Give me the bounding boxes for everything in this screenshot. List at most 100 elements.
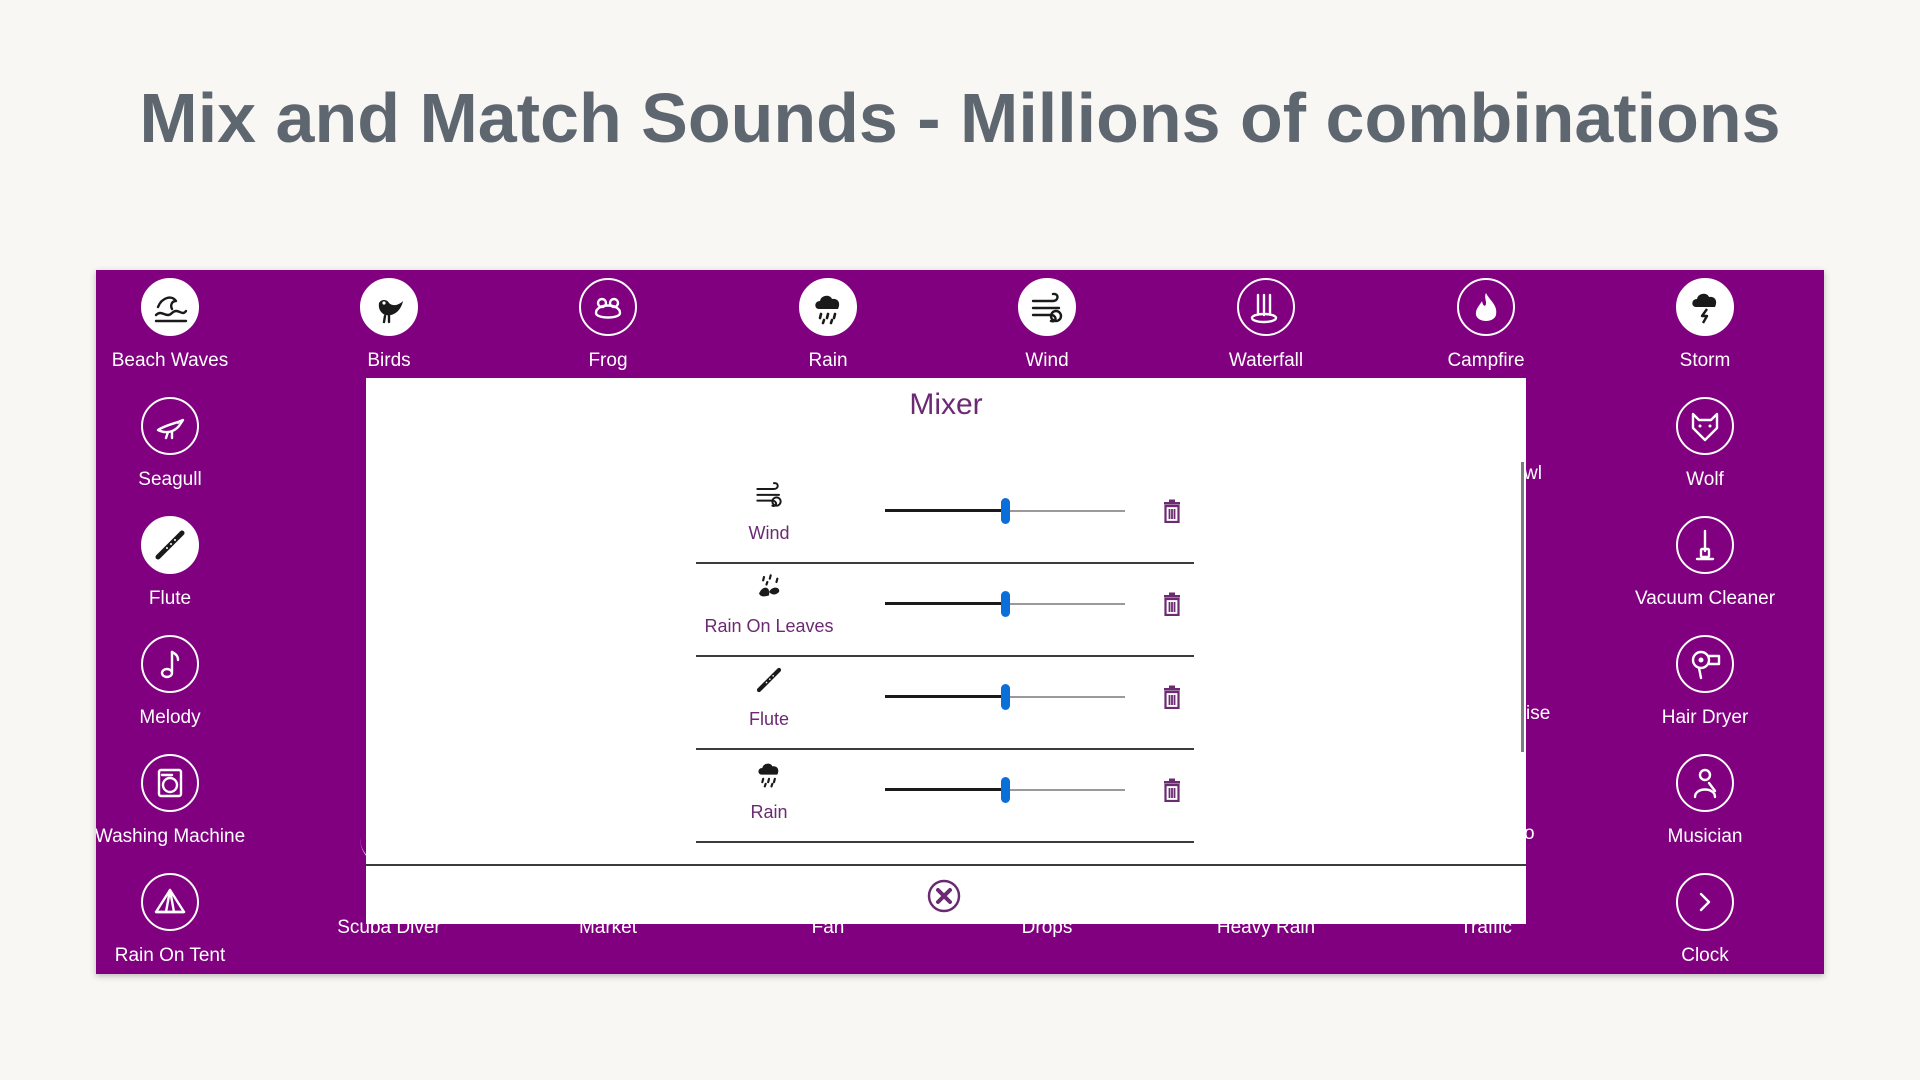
trash-icon (1164, 685, 1180, 710)
sound-tile-label: Rain On Tent (114, 945, 226, 966)
sound-tile-label: Clock (1681, 945, 1729, 966)
delete-track-button[interactable] (1161, 685, 1183, 710)
sound-tile-label: Flute (148, 588, 192, 609)
slider-empty-track (1005, 696, 1125, 698)
flute-icon (155, 530, 185, 560)
sound-tile-frog[interactable]: Frog (518, 270, 698, 388)
volume-slider[interactable] (885, 589, 1125, 619)
track-name: Rain (750, 802, 788, 822)
slider-empty-track (1005, 603, 1125, 605)
sound-tile-storm[interactable]: Storm (1615, 270, 1795, 388)
track-icon (754, 479, 784, 509)
partial-tile-label: wl (1524, 463, 1542, 484)
slider-filled-track (885, 509, 1005, 512)
mixer-scrollbar[interactable] (1521, 462, 1524, 752)
sound-icon-circle (1676, 397, 1734, 455)
sound-icon-circle (360, 278, 418, 336)
sound-tile-label: Waterfall (1228, 350, 1304, 371)
sound-tile-seagull[interactable]: Seagull (96, 389, 260, 507)
sound-tile-vacuum-cleaner[interactable]: Vacuum Cleaner (1615, 508, 1795, 626)
slider-thumb[interactable] (1001, 498, 1010, 524)
close-icon (927, 879, 961, 913)
track-name: Rain On Leaves (704, 616, 834, 636)
sound-tile-label: Frog (588, 350, 628, 371)
sound-icon-circle (141, 635, 199, 693)
mixer-track-flute: Flute (696, 657, 1194, 750)
rain-cloud-icon (758, 763, 779, 788)
sound-icon-circle (1676, 516, 1734, 574)
volume-slider[interactable] (885, 682, 1125, 712)
sound-tile-wolf[interactable]: Wolf (1615, 389, 1795, 507)
sound-tile-melody[interactable]: Melody (96, 627, 260, 745)
sound-icon-circle (1237, 278, 1295, 336)
hair-dryer-icon (1691, 650, 1721, 680)
sound-icon-circle (141, 397, 199, 455)
wind-icon (1031, 292, 1063, 323)
sound-tile-label: Rain (808, 350, 848, 371)
waterfall-icon (1250, 293, 1278, 324)
track-icon (754, 758, 784, 788)
rain-cloud-icon (815, 295, 840, 325)
sound-tile-label: Melody (139, 707, 201, 728)
sound-tile-waterfall[interactable]: Waterfall (1176, 270, 1356, 388)
musician-icon (1693, 768, 1717, 799)
slider-filled-track (885, 788, 1005, 791)
sound-tile-birds[interactable]: Birds (299, 270, 479, 388)
sound-tile-label: Washing Machine (96, 826, 246, 847)
mixer-track-wind: Wind (696, 471, 1194, 564)
track-icon (754, 572, 784, 602)
slider-filled-track (885, 695, 1005, 698)
sound-icon-circle (579, 278, 637, 336)
sound-tile-rain-on-tent[interactable]: Rain On Tent (96, 865, 260, 974)
slider-thumb[interactable] (1001, 777, 1010, 803)
sound-tile-label: Seagull (138, 469, 202, 490)
sound-tile-campfire[interactable]: Campfire (1396, 270, 1576, 388)
sound-tile-hair-dryer[interactable]: Hair Dryer (1615, 627, 1795, 745)
delete-track-button[interactable] (1161, 592, 1183, 617)
mixer-footer (366, 864, 1526, 924)
bird-icon (378, 300, 403, 324)
volume-slider[interactable] (885, 496, 1125, 526)
close-mixer-button[interactable] (926, 878, 962, 914)
sound-icon-circle (141, 754, 199, 812)
music-note-icon (160, 650, 180, 679)
sound-tile-rain[interactable]: Rain (738, 270, 918, 388)
track-name: Wind (748, 523, 790, 543)
washing-machine-icon (157, 768, 183, 798)
sound-tile-clock[interactable]: Clock (1615, 865, 1795, 974)
seagull-icon (156, 418, 185, 440)
slider-thumb[interactable] (1001, 684, 1010, 710)
sound-icon-circle (1457, 278, 1515, 336)
flute-icon (756, 667, 782, 693)
storm-icon (1692, 293, 1717, 324)
sound-icon-circle (141, 516, 199, 574)
delete-track-button[interactable] (1161, 499, 1183, 524)
sound-tile-label: Campfire (1447, 350, 1525, 371)
sound-tile-label: Beach Waves (111, 350, 229, 371)
delete-track-button[interactable] (1161, 778, 1183, 803)
sound-tile-flute[interactable]: Flute (96, 508, 260, 626)
wind-icon (756, 482, 782, 507)
sound-tile-label: Vacuum Cleaner (1634, 588, 1776, 609)
sound-icon-circle (799, 278, 857, 336)
sound-tile-wind[interactable]: Wind (957, 270, 1137, 388)
sound-tile-label: Birds (367, 350, 411, 371)
sound-tile-musician[interactable]: Musician (1615, 746, 1795, 864)
mixer-track-rain-on-leaves: Rain On Leaves (696, 564, 1194, 657)
volume-slider[interactable] (885, 775, 1125, 805)
sound-icon-circle (1676, 873, 1734, 931)
trash-icon (1164, 592, 1180, 617)
track-name: Flute (748, 709, 790, 729)
fire-icon (1475, 293, 1497, 321)
sound-icon-circle (1018, 278, 1076, 336)
slider-thumb[interactable] (1001, 591, 1010, 617)
sound-tile-beach-waves[interactable]: Beach Waves (96, 270, 260, 388)
sound-tile-label: Wind (1025, 350, 1069, 371)
sound-tile-washing-machine[interactable]: Washing Machine (96, 746, 260, 864)
mixer-track-rain: Rain (696, 750, 1194, 843)
sound-tile-label: Storm (1679, 350, 1731, 371)
sound-tile-label: Musician (1667, 826, 1743, 847)
wolf-icon (1691, 412, 1719, 442)
waves-icon (154, 296, 188, 323)
